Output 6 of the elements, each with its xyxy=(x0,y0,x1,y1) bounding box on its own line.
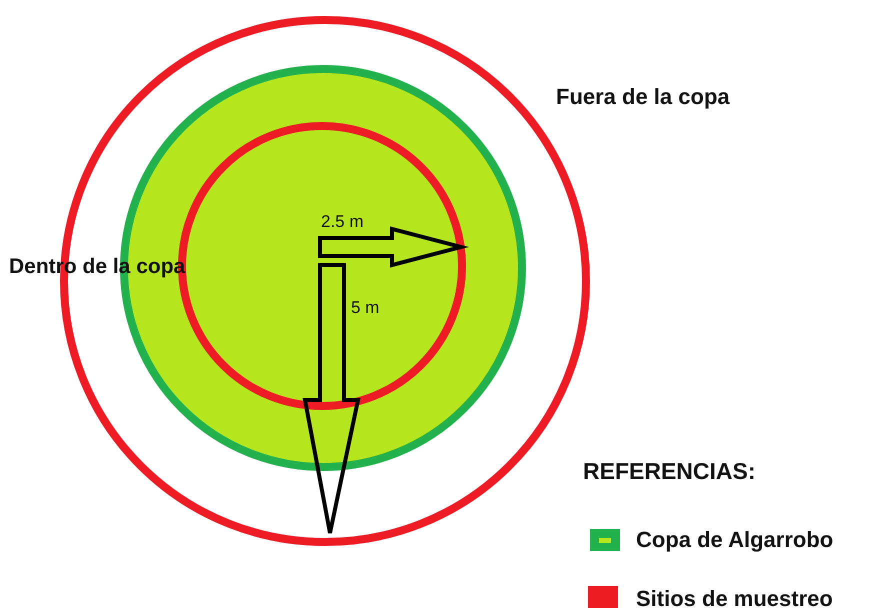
legend-title: REFERENCIAS: xyxy=(583,458,756,484)
dimension-label: 2.5 m xyxy=(321,212,364,232)
region-label: Fuera de la copa xyxy=(556,84,730,110)
dimension-label: 5 m xyxy=(351,298,380,318)
legend-label: Copa de Algarrobo xyxy=(636,527,834,552)
legend-label: Sitios de muestreo xyxy=(636,586,833,612)
